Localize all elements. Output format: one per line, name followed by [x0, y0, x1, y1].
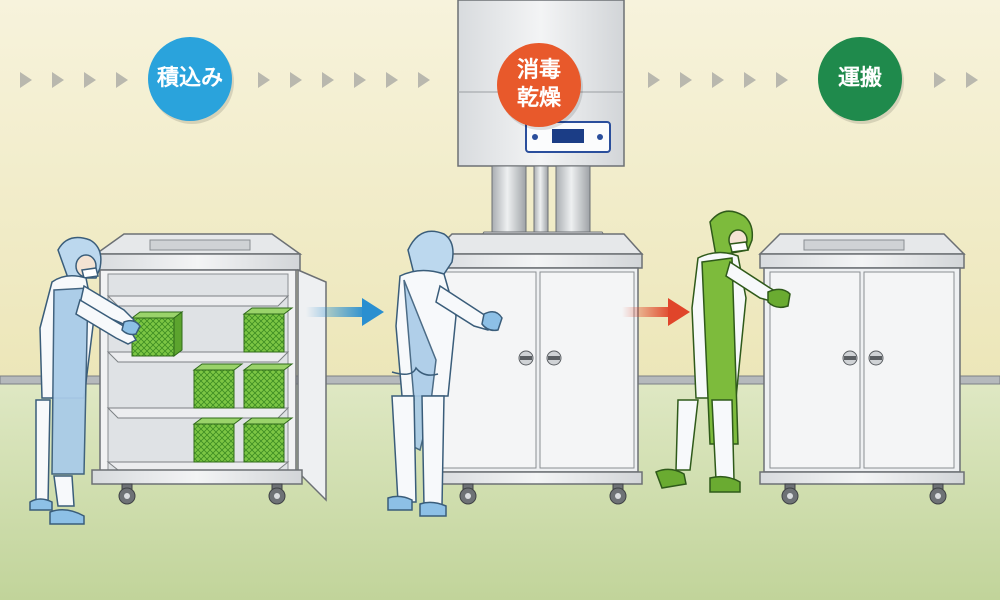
step-label-disinfection: 消毒: [516, 58, 561, 83]
step-label-transport: 運搬: [837, 66, 882, 91]
cart-transport: [758, 233, 966, 505]
step-label-loading: 積込み: [156, 66, 223, 91]
cart-disinfection: [430, 233, 644, 505]
worker-disinfection: [387, 230, 503, 517]
process-chevrons: [20, 72, 978, 88]
step-badge-transport: 運搬: [818, 37, 902, 121]
worker-loading: [29, 236, 141, 525]
step-badge-disinfection-drying: 消毒 乾燥: [497, 43, 581, 127]
crate: [242, 417, 294, 463]
arrow-to-transport: [622, 298, 690, 326]
crate: [242, 307, 294, 353]
control-display: [552, 129, 584, 143]
step-badge-loading: 積込み: [148, 37, 232, 121]
crop-crates: [130, 307, 294, 463]
crate: [192, 363, 244, 409]
sterilizer-unit: [457, 0, 625, 245]
crate: [192, 417, 244, 463]
crate: [242, 363, 294, 409]
arrow-to-disinfection: [306, 298, 384, 326]
crate: [130, 311, 184, 357]
worker-transport: [655, 210, 791, 493]
step-label-drying: 乾燥: [516, 86, 561, 111]
